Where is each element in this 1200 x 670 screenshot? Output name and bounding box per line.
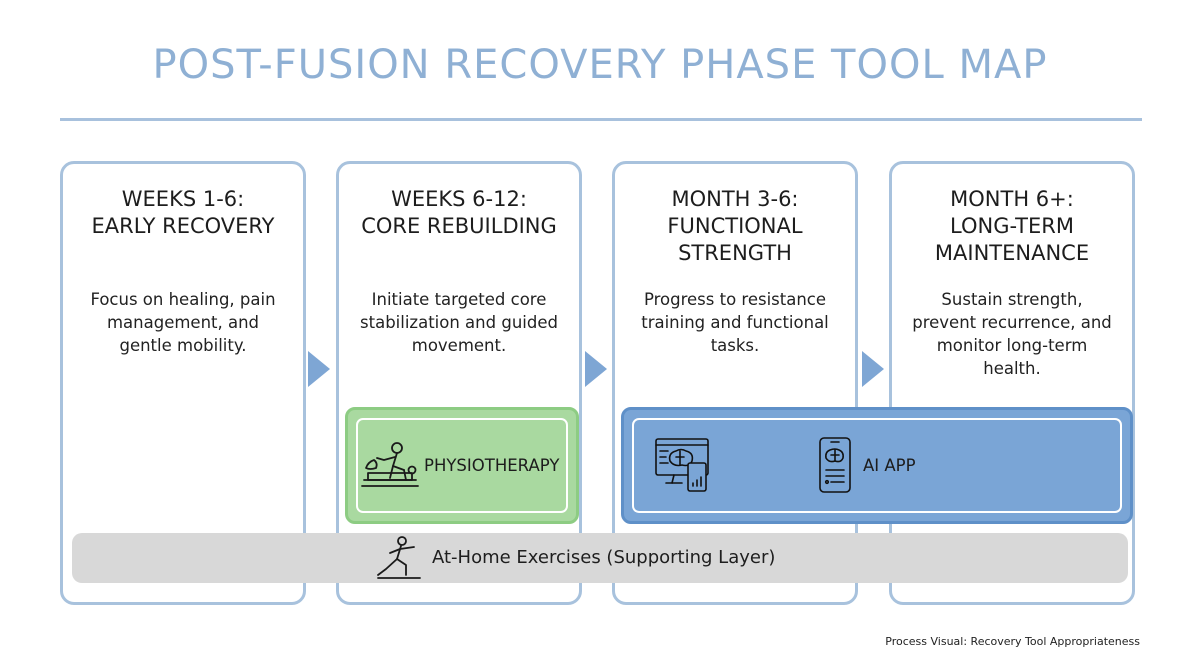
phase-title: MONTH 3-6: FUNCTIONAL STRENGTH [667, 187, 803, 265]
phase-title: WEEKS 1-6: EARLY RECOVERY [91, 187, 275, 238]
phase-description: Initiate targeted core stabilization and… [360, 290, 558, 355]
phase-title: MONTH 6+: LONG-TERM MAINTENANCE [934, 187, 1090, 265]
phase-card-core-rebuilding: WEEKS 6-12: CORE REBUILDING Initiate tar… [336, 161, 582, 605]
phase-description: Sustain strength, prevent recurrence, an… [912, 290, 1112, 378]
exercise-lunge-icon [377, 536, 421, 579]
supporting-layer-bar [72, 533, 1128, 583]
title-divider [60, 118, 1142, 121]
monitor-brain-icon [655, 438, 709, 492]
footer-caption: Process Visual: Recovery Tool Appropriat… [885, 635, 1140, 648]
arrow-right-icon [308, 351, 330, 387]
tool-box-inner-border [356, 418, 568, 513]
physiotherapy-label: PHYSIOTHERAPY [424, 456, 560, 475]
physiotherapy-tool-box [345, 407, 579, 524]
phase-description: Progress to resistance training and func… [641, 290, 829, 355]
phase-card-long-term-maintenance: MONTH 6+: LONG-TERM MAINTENANCE Sustain … [889, 161, 1135, 605]
diagram-title: POST-FUSION RECOVERY PHASE TOOL MAP [152, 42, 1048, 88]
ai-app-label: AI APP [863, 456, 916, 475]
phase-card-early-recovery: WEEKS 1-6: EARLY RECOVERY Focus on heali… [60, 161, 306, 605]
physiotherapy-icon [361, 442, 419, 487]
phase-card-functional-strength: MONTH 3-6: FUNCTIONAL STRENGTH Progress … [612, 161, 858, 605]
smartphone-brain-icon [819, 437, 851, 493]
phase-description: Focus on healing, pain management, and g… [90, 290, 276, 355]
arrow-right-icon [585, 351, 607, 387]
supporting-layer-label: At-Home Exercises (Supporting Layer) [432, 547, 776, 568]
arrow-right-icon [862, 351, 884, 387]
tool-box-inner-border [632, 418, 1122, 513]
phase-title: WEEKS 6-12: CORE REBUILDING [361, 187, 557, 238]
